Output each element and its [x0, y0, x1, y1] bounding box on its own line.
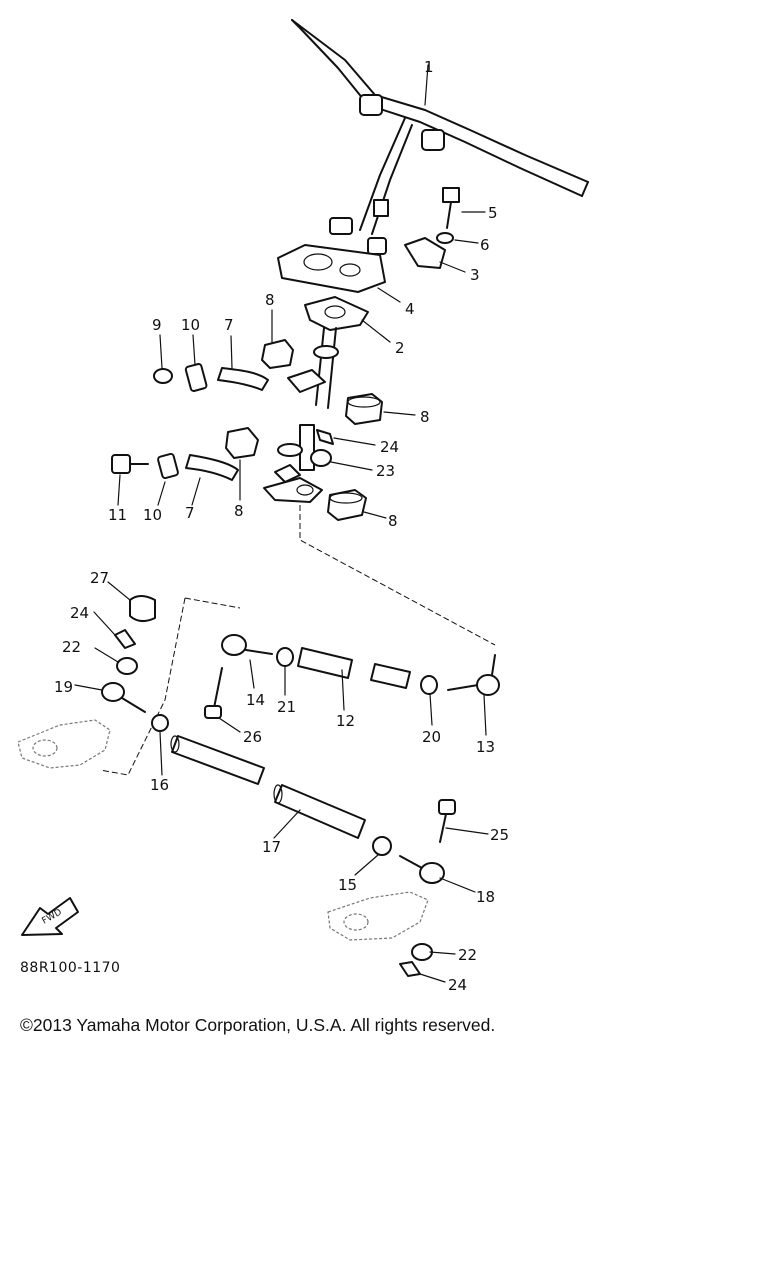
- left-knuckle-outline: [17, 719, 111, 769]
- callout-24: 24: [448, 976, 467, 994]
- exploded-parts-diagram: FWD: [17, 19, 589, 994]
- callout-labels: 1 2 3 4 5 6 7 8 8 8 9 10 7 8 24 23 11 10…: [54, 58, 509, 994]
- left-lower-clamps: [111, 427, 259, 481]
- callout-8: 8: [265, 291, 275, 309]
- callout-24: 24: [380, 438, 399, 456]
- long-bolt-26: [204, 667, 223, 719]
- callout-20: 20: [422, 728, 441, 746]
- callout-8: 8: [388, 512, 398, 530]
- callout-27: 27: [90, 569, 109, 587]
- callout-23: 23: [376, 462, 395, 480]
- callout-1: 1: [424, 58, 434, 76]
- left-tie-rod-end: [101, 595, 169, 732]
- figure-code: 88R100-1170: [20, 960, 121, 976]
- callout-19: 19: [54, 678, 73, 696]
- callout-25: 25: [490, 826, 509, 844]
- right-knuckle-outline: [327, 891, 429, 941]
- callout-15: 15: [338, 876, 357, 894]
- callout-8: 8: [420, 408, 430, 426]
- callout-5: 5: [488, 204, 498, 222]
- right-tie-rod-end: [372, 799, 456, 884]
- assembly-line-to-13: [299, 505, 496, 646]
- callout-2: 2: [395, 339, 405, 357]
- lower-tie-rod-17: [170, 735, 366, 839]
- callout-11: 11: [108, 506, 127, 524]
- bolt-washer-clamp: [404, 187, 460, 269]
- copyright-notice: ©2013 Yamaha Motor Corporation, U.S.A. A…: [20, 1015, 496, 1035]
- callout-6: 6: [480, 236, 490, 254]
- callout-17: 17: [262, 838, 281, 856]
- callout-4: 4: [405, 300, 415, 318]
- callout-22: 22: [458, 946, 477, 964]
- callout-26: 26: [243, 728, 262, 746]
- callout-9: 9: [152, 316, 162, 334]
- callout-22: 22: [62, 638, 81, 656]
- callout-21: 21: [277, 698, 296, 716]
- callout-14: 14: [246, 691, 265, 709]
- callout-18: 18: [476, 888, 495, 906]
- callout-10: 10: [143, 506, 162, 524]
- bottom-nut-bolt: [399, 943, 433, 977]
- left-upper-clamps: [153, 339, 294, 392]
- callout-13: 13: [476, 738, 495, 756]
- callout-3: 3: [470, 266, 480, 284]
- handlebar: [291, 19, 589, 235]
- callout-12: 12: [336, 712, 355, 730]
- forward-arrow-icon: FWD: [21, 897, 79, 936]
- leader-lines: [74, 64, 489, 983]
- callout-10: 10: [181, 316, 200, 334]
- bolt-nut-middle: [310, 429, 334, 467]
- callout-8: 8: [234, 502, 244, 520]
- callout-7: 7: [224, 316, 234, 334]
- steering-column: [263, 296, 369, 503]
- upper-bracket: [277, 217, 387, 293]
- callout-7: 7: [185, 504, 195, 522]
- callout-24: 24: [70, 604, 89, 622]
- callout-16: 16: [150, 776, 169, 794]
- assembly-line-left: [99, 597, 241, 776]
- tie-rod-assembly: [221, 634, 500, 696]
- bushings-right: [327, 393, 383, 521]
